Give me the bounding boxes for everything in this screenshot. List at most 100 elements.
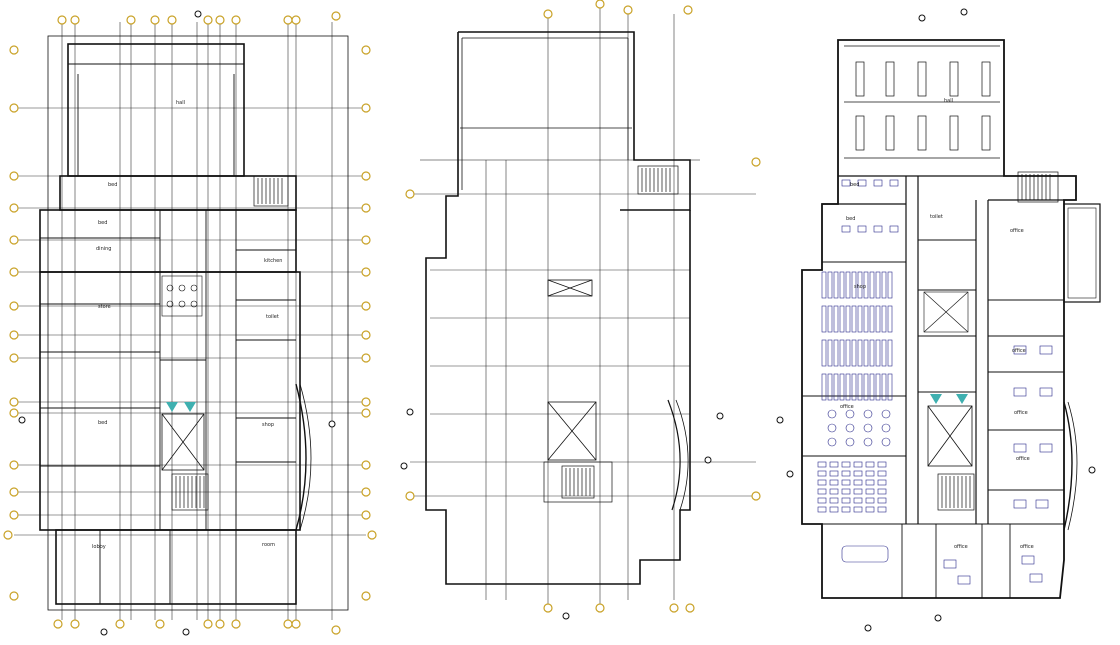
- bench: [829, 488, 839, 495]
- bench: [877, 479, 887, 486]
- round-table: [863, 409, 873, 419]
- grid-bubble: [751, 491, 761, 501]
- room-label: toilet: [266, 314, 279, 320]
- grid-bubbles-right: [776, 8, 1096, 632]
- seat-row: [839, 373, 845, 401]
- reference-marker: [934, 614, 942, 622]
- rooms-right-west: [802, 261, 1064, 598]
- bench: [817, 479, 827, 486]
- grid-bubble: [215, 15, 225, 25]
- stair-left-bottom: [171, 473, 209, 511]
- reference-marker: [704, 456, 712, 464]
- grid-bubble: [283, 15, 293, 25]
- toilet-block-right: [923, 291, 969, 333]
- seat-row: [881, 373, 887, 401]
- bench: [817, 461, 827, 468]
- grid-bubble: [57, 15, 67, 25]
- chair: [857, 179, 867, 187]
- bench: [853, 470, 863, 477]
- grid-bubble: [361, 267, 371, 277]
- grid-bubbles-middle: [400, 0, 761, 620]
- parking-bays-right: [855, 61, 991, 151]
- bench: [817, 470, 827, 477]
- grid-bubble: [331, 11, 341, 21]
- seat-row: [845, 271, 851, 299]
- grid-bubble: [331, 625, 341, 635]
- seat-row: [887, 271, 893, 299]
- seat-row: [839, 305, 845, 333]
- grid-bubble: [543, 603, 553, 613]
- lift-shaft-right: [927, 405, 973, 467]
- bench: [877, 470, 887, 477]
- walls-middle: [420, 31, 700, 585]
- room-label: kitchen: [264, 258, 282, 264]
- chair: [873, 179, 883, 187]
- bench: [817, 488, 827, 495]
- grid-bubble: [361, 510, 371, 520]
- room-label: office: [954, 544, 968, 550]
- grid-bubble: [70, 15, 80, 25]
- reference-marker: [18, 416, 26, 424]
- reference-marker: [194, 10, 202, 18]
- desk: [1013, 345, 1027, 355]
- seat-row: [857, 305, 863, 333]
- seat-row: [821, 339, 827, 367]
- grid-bubble: [203, 619, 213, 629]
- grid-bubble: [361, 171, 371, 181]
- round-table: [881, 409, 891, 419]
- room-label: office: [1020, 544, 1034, 550]
- seat-row: [857, 373, 863, 401]
- lift-shaft-left: [161, 413, 205, 471]
- reference-marker: [776, 416, 784, 424]
- seat-row: [827, 305, 833, 333]
- bench: [829, 470, 839, 477]
- room-label: hall: [944, 98, 953, 104]
- stair-middle-bottom: [543, 461, 613, 503]
- grid-bubble: [361, 103, 371, 113]
- bench: [853, 479, 863, 486]
- corridor-right: [822, 175, 1064, 524]
- seat-row: [833, 305, 839, 333]
- room-label: bed: [850, 182, 859, 188]
- room-label: bed: [846, 216, 855, 222]
- grid-bubble: [291, 15, 301, 25]
- seat-row: [827, 339, 833, 367]
- bench: [829, 497, 839, 504]
- room-labels-left: hallbedbeddiningkitchenstorebedtoiletlob…: [92, 100, 282, 550]
- seat-row: [881, 339, 887, 367]
- desk: [1013, 499, 1027, 509]
- seat-row: [845, 339, 851, 367]
- desk: [943, 559, 957, 569]
- seat-row: [851, 271, 857, 299]
- chair: [841, 225, 851, 233]
- grid-bubble: [9, 487, 19, 497]
- grid-bubble: [9, 330, 19, 340]
- chair: [889, 225, 899, 233]
- grid-bubble: [9, 203, 19, 213]
- grid-bubble: [361, 353, 371, 363]
- grid-bubble: [9, 397, 19, 407]
- bench: [841, 497, 851, 504]
- bench: [865, 497, 875, 504]
- room-label: bed: [98, 420, 107, 426]
- grid-bubble: [683, 5, 693, 15]
- desk: [1013, 443, 1027, 453]
- floor-plan-middle: [400, 0, 761, 620]
- grid-bubble: [361, 408, 371, 418]
- bench: [877, 497, 887, 504]
- seat-row: [821, 271, 827, 299]
- grid-bubble: [3, 530, 13, 540]
- grid-bubble: [9, 408, 19, 418]
- room-label: store: [98, 304, 111, 310]
- furniture-right: [817, 179, 1053, 585]
- grid-bubble: [9, 267, 19, 277]
- bench: [841, 461, 851, 468]
- grid-bubble: [9, 45, 19, 55]
- seat-row: [827, 271, 833, 299]
- seat-row: [863, 373, 869, 401]
- seat-row: [887, 339, 893, 367]
- seat-row: [833, 339, 839, 367]
- grid-bubble: [361, 235, 371, 245]
- seat-row: [881, 305, 887, 333]
- stair-middle-top: [637, 165, 679, 195]
